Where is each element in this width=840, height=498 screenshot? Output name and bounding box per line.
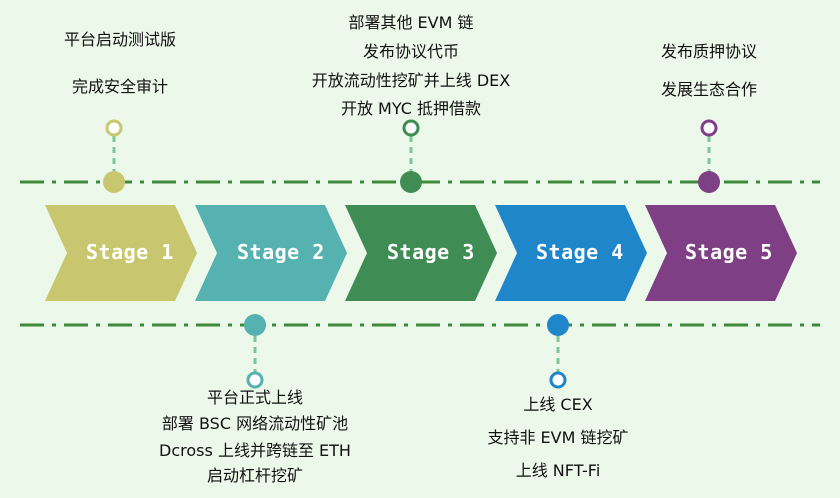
stage-3-note: 发布协议代币 — [362, 42, 459, 61]
stage-5-end-marker — [700, 119, 718, 137]
stage-1-note: 完成安全审计 — [71, 77, 168, 96]
stage-2-timeline-dot — [244, 314, 266, 336]
stage-4-note: 上线 CEX — [523, 395, 593, 414]
stage-2-chevron — [195, 205, 347, 301]
stage-1-timeline-dot — [103, 171, 125, 193]
stage-1-end-marker — [105, 119, 123, 137]
stage-2-note: 启动杠杆挖矿 — [206, 466, 303, 485]
stage-1-label: Stage 1 — [86, 240, 174, 264]
stage-5-note: 发展生态合作 — [660, 80, 757, 99]
stage-4-note: 上线 NFT-Fi — [515, 461, 601, 480]
stage-3-label: Stage 3 — [387, 240, 475, 264]
stage-2-note: 部署 BSC 网络流动性矿池 — [161, 414, 349, 433]
stage-4-timeline-dot — [547, 314, 569, 336]
stage-3-note: 开放流动性挖矿并上线 DEX — [311, 71, 511, 90]
stage-3-end-marker — [402, 119, 420, 137]
stage-2-end-marker — [246, 371, 264, 389]
stage-3-note: 开放 MYC 抵押借款 — [340, 99, 482, 118]
stage-3-chevron — [345, 205, 497, 301]
stage-2-label: Stage 2 — [237, 240, 325, 264]
stage-2-note: Dcross 上线并跨链至 ETH — [159, 441, 351, 460]
stage-4-end-marker — [549, 371, 567, 389]
stage-5-timeline-dot — [698, 171, 720, 193]
stage-4-note: 支持非 EVM 链挖矿 — [487, 428, 629, 447]
stage-4-label: Stage 4 — [536, 240, 624, 264]
stage-2-note: 平台正式上线 — [206, 388, 303, 407]
stage-3-timeline-dot — [400, 171, 422, 193]
stage-4-chevron — [495, 205, 647, 301]
stage-1-chevron — [45, 205, 197, 301]
stage-5-chevron — [645, 205, 797, 301]
stage-3-note: 部署其他 EVM 链 — [348, 13, 474, 32]
stage-5-note: 发布质押协议 — [660, 42, 757, 61]
stage-1-note: 平台启动测试版 — [63, 30, 176, 49]
stage-5-label: Stage 5 — [685, 240, 773, 264]
